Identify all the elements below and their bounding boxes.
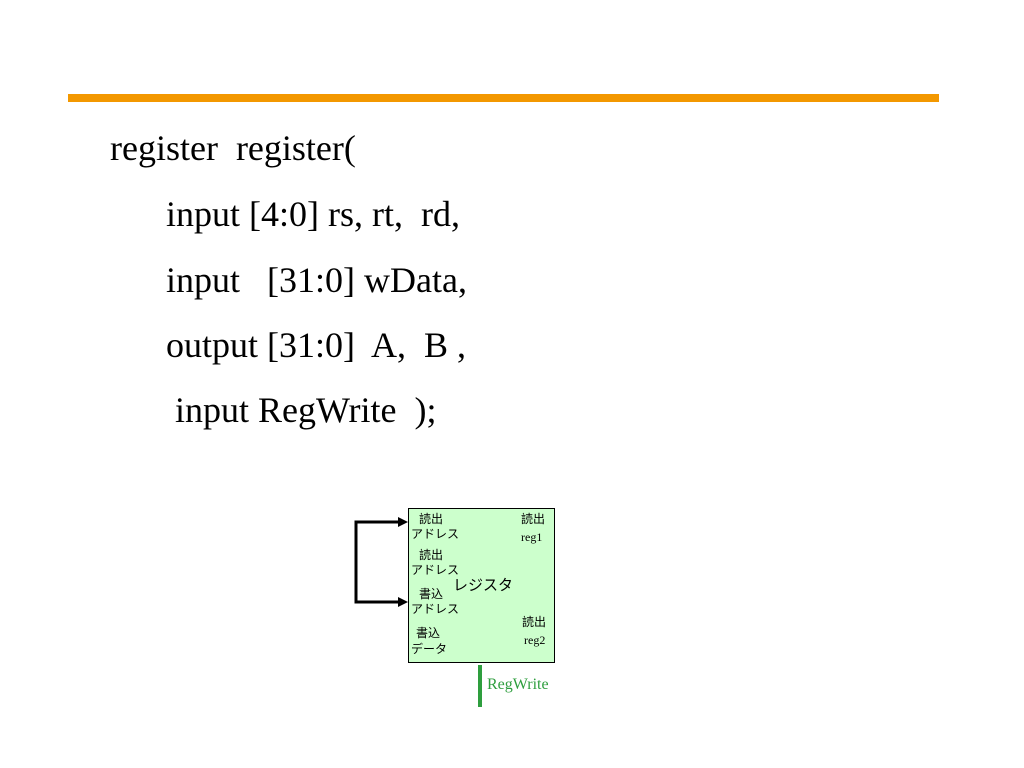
code-line-1: register register( (110, 128, 356, 168)
read-addr1-label-bottom: アドレス (411, 527, 460, 541)
read-reg2-label-bottom: reg2 (524, 633, 546, 647)
read-reg1-label-bottom: reg1 (521, 530, 543, 544)
write-addr-label-top: 書込 (419, 587, 444, 601)
read-reg1-label-top: 読出 (521, 512, 546, 526)
write-data-label-top: 書込 (416, 626, 441, 640)
read-addr2-label-top: 読出 (419, 548, 444, 562)
arrow-read-addr-icon (398, 517, 408, 527)
read-reg2-label-top: 読出 (522, 615, 547, 629)
write-data-label-bottom: データ (411, 642, 448, 656)
read-addr1-label-top: 読出 (419, 512, 444, 526)
arrow-write-addr-icon (398, 597, 408, 607)
read-addr2-label-bottom: アドレス (411, 563, 460, 577)
register-center-label: レジスタ (453, 576, 514, 594)
code-line-3: input [31:0] wData, (166, 260, 467, 300)
title-rule (68, 94, 939, 102)
code-line-5: input RegWrite ); (166, 390, 437, 430)
regwrite-label: RegWrite (487, 676, 549, 693)
feedback-wire (354, 520, 405, 604)
code-line-2: input [4:0] rs, rt, rd, (166, 194, 460, 234)
register-block (408, 508, 555, 663)
code-line-4: output [31:0] A, B , (166, 325, 467, 365)
write-addr-label-bottom: アドレス (411, 602, 460, 616)
